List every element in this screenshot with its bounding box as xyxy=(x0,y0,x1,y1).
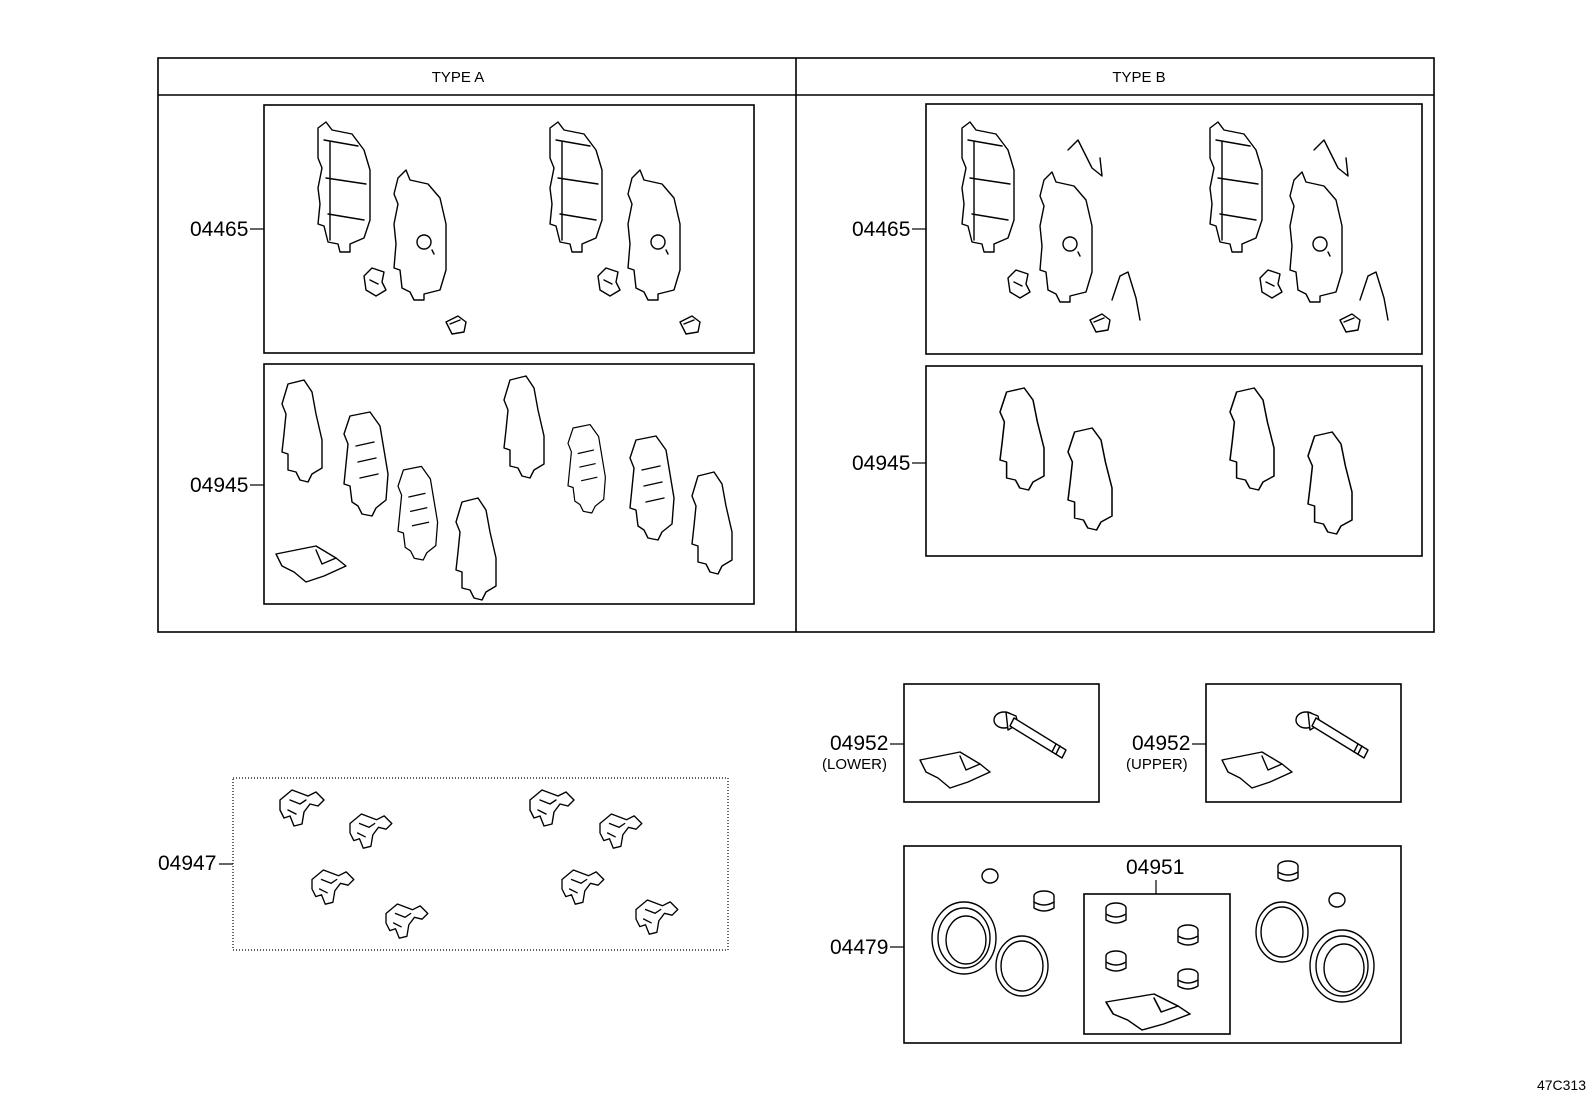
04947-label[interactable]: 04947 xyxy=(158,852,216,875)
04479-box xyxy=(903,845,1402,1044)
type-a-anti-squeal-shims xyxy=(275,375,733,601)
type-a-04945-box xyxy=(263,363,755,605)
type-b-brake-pad-right xyxy=(1209,121,1389,333)
04951-boot-kit xyxy=(1105,902,1199,1031)
04952-lower-bolt-kit xyxy=(919,711,1067,789)
type-b-anti-squeal-shims xyxy=(999,387,1353,535)
04952-upper-label[interactable]: 04952 xyxy=(1132,732,1190,755)
type-a-header: TYPE A xyxy=(432,69,485,86)
type-b-04945-box xyxy=(925,365,1423,557)
04951-box xyxy=(1083,893,1231,1035)
type-b-04945-label[interactable]: 04945 xyxy=(852,452,910,475)
type-b-brake-pad-left xyxy=(961,121,1141,333)
04952-lower-label[interactable]: 04952 xyxy=(830,732,888,755)
04952-upper-box xyxy=(1205,683,1402,803)
04479-label[interactable]: 04479 xyxy=(830,936,888,959)
type-a-04945-label[interactable]: 04945 xyxy=(190,474,248,497)
04952-lower-box xyxy=(903,683,1100,803)
type-a-04465-label[interactable]: 04465 xyxy=(190,218,248,241)
type-a-brake-pad-right xyxy=(549,121,701,335)
04479-caliper-kit xyxy=(931,860,1375,1003)
type-b-04465-label[interactable]: 04465 xyxy=(852,218,910,241)
04951-label[interactable]: 04951 xyxy=(1126,856,1184,879)
04952-upper-bolt-kit xyxy=(1221,711,1369,789)
04947-clip-kit xyxy=(279,789,679,939)
reference-code: 47C313 xyxy=(1537,1077,1586,1093)
type-b-header: TYPE B xyxy=(1112,69,1165,86)
type-a-brake-pad-left xyxy=(317,121,467,335)
04952-upper-note: (UPPER) xyxy=(1126,756,1188,773)
04952-lower-note: (LOWER) xyxy=(822,756,887,773)
